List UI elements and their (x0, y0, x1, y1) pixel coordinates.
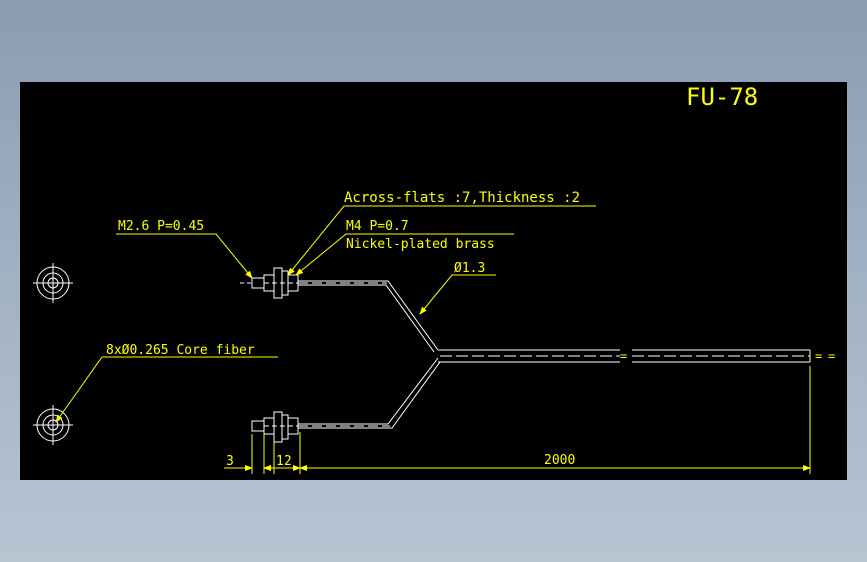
label-across-flats: Across-flats :7,Thickness :2 (344, 190, 580, 206)
leader-lines (55, 205, 596, 423)
fiber-drawing: FU-78 (33, 83, 835, 474)
dim-12: 12 (276, 454, 292, 469)
drawing-title: FU-78 (686, 83, 758, 111)
end-view-top (33, 263, 73, 303)
break-mark-mid: = (620, 349, 627, 363)
label-material: Nickel-plated brass (346, 237, 495, 252)
drawing-canvas: FU-78 (20, 82, 847, 480)
bottom-connector (251, 411, 300, 443)
label-thread-small: M2.6 P=0.45 (118, 219, 204, 234)
end-view-bottom (33, 405, 73, 445)
label-core-fiber: 8xØ0.265 Core fiber (106, 343, 255, 358)
dim-2000: 2000 (544, 453, 575, 468)
label-thread-large: M4 P=0.7 (346, 219, 409, 234)
top-connector (240, 267, 300, 299)
dimension-lines (224, 366, 811, 474)
break-mark-end-2: = (828, 349, 835, 363)
fiber-sheaths (298, 280, 811, 429)
break-mark-end: = (815, 349, 822, 363)
label-sheath-diameter: Ø1.3 (454, 261, 485, 276)
dim-3: 3 (226, 454, 234, 469)
